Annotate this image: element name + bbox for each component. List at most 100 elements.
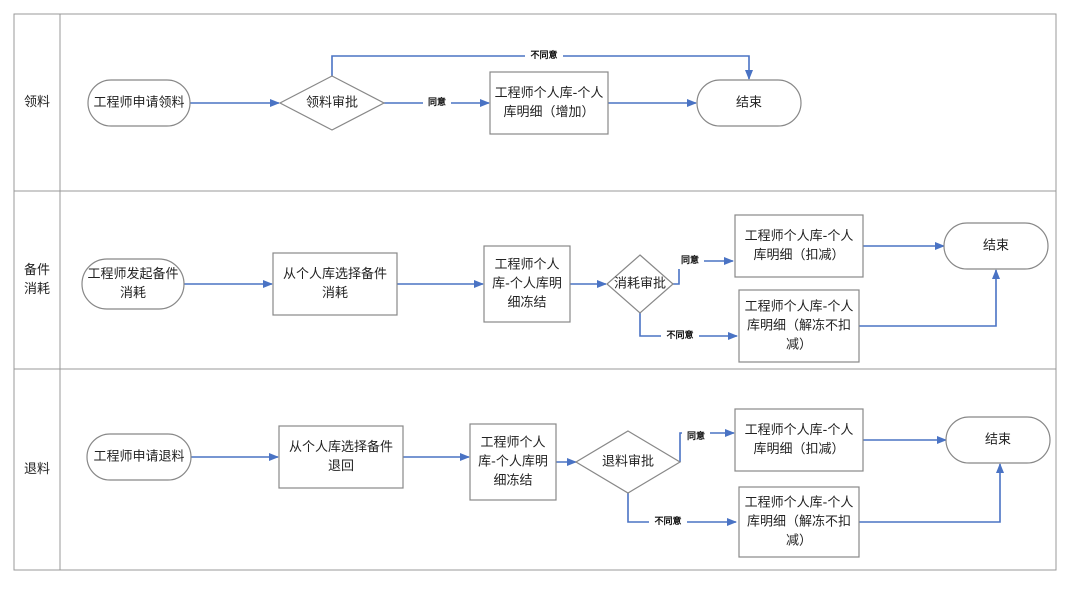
- node-consumption-approval: 消耗审批: [606, 254, 674, 314]
- edge-label-text: 不同意: [654, 515, 681, 527]
- process-box: [489, 71, 609, 135]
- terminal-shape: [86, 433, 192, 481]
- process-box: [483, 245, 571, 323]
- terminal-shape: [87, 79, 191, 127]
- node-requisition-approval: 领料审批: [278, 75, 386, 131]
- process-box: [738, 486, 860, 558]
- edge-l3_unfreeze-to-l3_end: [859, 463, 1004, 523]
- decision-diamond: [606, 254, 674, 314]
- node-label: 库-个人库明: [492, 276, 562, 292]
- terminal-shape: [696, 79, 802, 127]
- node-end: 结束: [945, 416, 1051, 464]
- edge-label: 不同意: [525, 48, 563, 64]
- edge-label-text: 不同意: [666, 329, 693, 341]
- node-label: 减）: [786, 534, 812, 549]
- terminal-shape: [945, 416, 1051, 464]
- edge-label-text: 同意: [687, 430, 705, 442]
- terminal-shape: [81, 258, 185, 310]
- node-label: 工程师个人库-个人: [745, 299, 854, 315]
- node-label: 从个人库选择备件: [289, 439, 393, 455]
- swimlane-label: 领料: [24, 95, 50, 110]
- node-label: 减）: [786, 338, 812, 353]
- node-label: 工程师个人库-个人: [745, 228, 854, 244]
- node-label: 工程师个人库-个人: [495, 85, 604, 101]
- node-label: 细冻结: [507, 295, 546, 311]
- node-label: 消耗: [120, 286, 146, 301]
- node-label: 库明细（解冻不扣: [747, 318, 851, 334]
- process-box: [278, 425, 404, 489]
- edge-l2_unfreeze-to-l2_end: [859, 269, 1000, 327]
- swimlane-3: 退料: [24, 462, 50, 477]
- edge-label: 同意: [423, 95, 451, 111]
- node-label: 库明细（扣减）: [753, 441, 844, 457]
- node-label: 从个人库选择备件: [283, 266, 387, 282]
- node-label: 工程师个人: [494, 258, 559, 273]
- process-box: [734, 214, 864, 278]
- node-label: 库明细（解冻不扣: [747, 514, 851, 530]
- process-box: [738, 289, 860, 363]
- node-label: 消耗审批: [614, 277, 666, 292]
- node-label: 结束: [985, 433, 1011, 448]
- edge-label-text: 同意: [681, 254, 699, 266]
- node-label: 库明细（扣减）: [753, 247, 844, 263]
- process-box: [469, 423, 557, 501]
- edge-label: 不同意: [661, 328, 699, 344]
- node-label: 工程师发起备件: [87, 266, 178, 282]
- node-label: 库明细（增加）: [503, 104, 594, 120]
- node-label: 细冻结: [493, 473, 532, 489]
- edge-label-bg: [649, 514, 687, 530]
- edge-label: 同意: [676, 253, 704, 269]
- edge-label-bg: [661, 328, 699, 344]
- edge-l2_decision-to-l2_deduct: [673, 257, 734, 285]
- node-label: 消耗: [322, 286, 348, 301]
- decision-diamond: [278, 75, 386, 131]
- node-return-approval: 退料审批: [574, 430, 682, 494]
- swimlane-label: 消耗: [24, 282, 50, 297]
- process-box: [734, 408, 864, 472]
- node-label: 工程师个人: [480, 436, 545, 451]
- edge-label-bg: [682, 429, 710, 445]
- decision-diamond: [574, 430, 682, 494]
- node-label: 结束: [736, 96, 762, 111]
- node-apply-return: 工程师申请退料: [86, 433, 192, 481]
- process-box: [272, 252, 398, 316]
- node-end: 结束: [943, 222, 1049, 270]
- node-label: 工程师个人库-个人: [745, 422, 854, 438]
- swimlane-label: 退料: [24, 462, 50, 477]
- swimlane-1: 领料: [24, 95, 50, 110]
- node-label: 工程师个人库-个人: [745, 495, 854, 511]
- edge-label: 同意: [682, 429, 710, 445]
- edge-label-bg: [676, 253, 704, 269]
- edge-l3_decision-to-l3_unfreeze: [627, 493, 737, 526]
- node-apply-requisition: 工程师申请领料: [87, 79, 191, 127]
- node-label: 退料审批: [602, 455, 654, 470]
- edge-label-text: 不同意: [530, 49, 557, 61]
- edge-l3_decision-to-l3_deduct: [679, 429, 735, 462]
- node-label: 工程师申请领料: [93, 96, 184, 111]
- edge-label-bg: [525, 48, 563, 64]
- node-label: 领料审批: [306, 96, 358, 111]
- swimlane-frame: [13, 13, 1057, 571]
- node-label: 库-个人库明: [478, 454, 548, 470]
- terminal-shape: [943, 222, 1049, 270]
- node-label: 结束: [983, 239, 1009, 254]
- node-end: 结束: [696, 79, 802, 127]
- node-label: 退回: [328, 459, 354, 474]
- node-label: 工程师申请退料: [93, 450, 184, 465]
- edge-label-bg: [423, 95, 451, 111]
- edge-label: 不同意: [649, 514, 687, 530]
- edge-l2_decision-to-l2_unfreeze: [639, 313, 738, 340]
- swimlane-label: 备件: [24, 262, 50, 278]
